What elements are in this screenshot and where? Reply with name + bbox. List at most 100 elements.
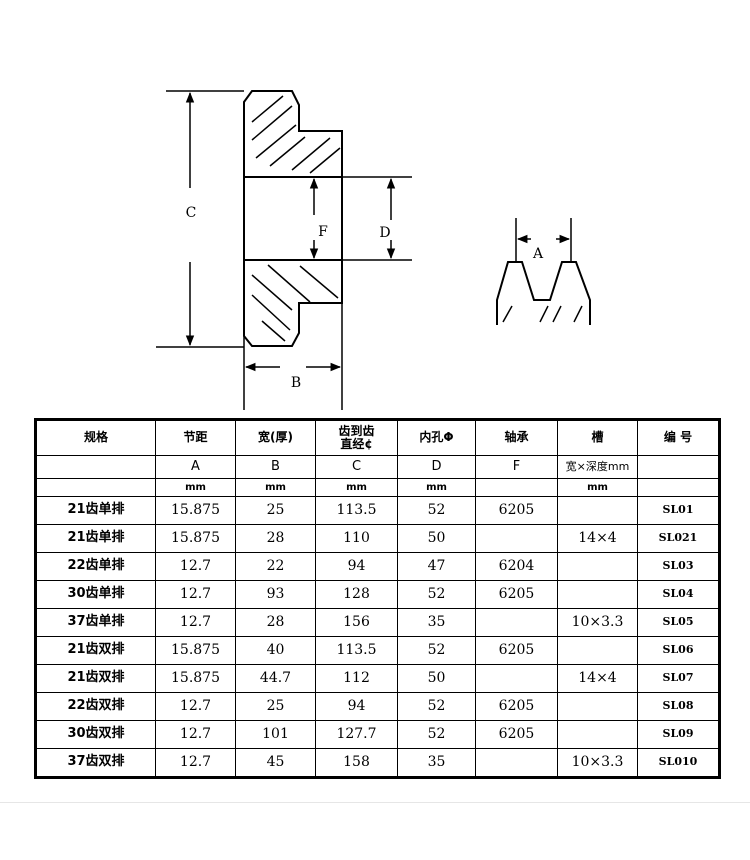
symbol-cell (35, 455, 156, 479)
table-cell: SL08 (637, 692, 720, 721)
table-cell: 12.7 (155, 748, 236, 778)
symbol-cell (637, 455, 720, 479)
groove-profile (496, 261, 591, 325)
table-cell: 21齿单排 (35, 524, 156, 553)
table-cell (557, 636, 638, 665)
table-cell: 12.7 (155, 580, 236, 609)
table-cell: 21齿双排 (35, 664, 156, 693)
table-cell: SL010 (637, 748, 720, 778)
table-cell: SL04 (637, 580, 720, 609)
table-cell: 156 (315, 608, 398, 637)
table-cell: SL07 (637, 664, 720, 693)
table-cell: 12.7 (155, 692, 236, 721)
dimension-c (156, 90, 244, 348)
divider (0, 802, 750, 803)
header-cell: 槽 (557, 419, 638, 456)
label-d: D (379, 225, 390, 241)
table-cell: 12.7 (155, 608, 236, 637)
table-cell: 6204 (475, 552, 558, 581)
sprocket-diagram: C F D B A (156, 90, 591, 410)
table-cell: 158 (315, 748, 398, 778)
symbol-cell: 宽×深度mm (557, 455, 638, 479)
table-cell (475, 664, 558, 693)
table-cell (475, 748, 558, 778)
table-cell: 52 (397, 580, 476, 609)
hatching (251, 95, 341, 342)
unit-cell: mm (315, 478, 398, 497)
table-cell: SL03 (637, 552, 720, 581)
header-cell: 齿到齿 直经¢ (315, 419, 398, 456)
table-cell: 94 (315, 692, 398, 721)
symbol-cell: A (155, 455, 236, 479)
table-cell: SL01 (637, 496, 720, 525)
table-cell: 28 (235, 524, 316, 553)
table-cell: 10×3.3 (557, 608, 638, 637)
unit-cell (637, 478, 720, 497)
table-cell: 25 (235, 496, 316, 525)
symbol-cell: F (475, 455, 558, 479)
dimension-d (342, 176, 412, 261)
symbol-row: A B C D F 宽×深度mm (35, 455, 720, 479)
table-cell: 45 (235, 748, 316, 778)
table-cell: 37齿单排 (35, 608, 156, 637)
table-cell: 50 (397, 524, 476, 553)
table-cell: 52 (397, 692, 476, 721)
table-cell: SL06 (637, 636, 720, 665)
symbol-cell: B (235, 455, 316, 479)
table-cell: 15.875 (155, 636, 236, 665)
table-cell: 35 (397, 748, 476, 778)
lower-hub-outline (243, 259, 343, 347)
table-cell: 101 (235, 720, 316, 749)
table-cell: 25 (235, 692, 316, 721)
groove-detail (496, 218, 591, 325)
table-cell: 35 (397, 608, 476, 637)
table-cell: 50 (397, 664, 476, 693)
table-cell: 22齿单排 (35, 552, 156, 581)
table-cell: 14×4 (557, 524, 638, 553)
header-line: 直经¢ (340, 437, 373, 451)
table-cell: 93 (235, 580, 316, 609)
header-cell: 轴承 (475, 419, 558, 456)
sprocket-section (243, 90, 343, 410)
table-cell (557, 692, 638, 721)
table-cell (557, 580, 638, 609)
table-cell: 30齿双排 (35, 720, 156, 749)
table-cell: 37齿双排 (35, 748, 156, 778)
unit-cell: mm (155, 478, 236, 497)
table-cell (475, 608, 558, 637)
table-cell: 6205 (475, 720, 558, 749)
table-cell: 44.7 (235, 664, 316, 693)
table-cell: 21齿单排 (35, 496, 156, 525)
upper-hub-outline (243, 90, 343, 178)
table-cell (557, 496, 638, 525)
table-cell: 15.875 (155, 496, 236, 525)
unit-cell: mm (397, 478, 476, 497)
header-row: 规格 节距 宽(厚) 齿到齿 直经¢ 内孔Φ 轴承 槽 编 号 (35, 419, 720, 456)
unit-cell: mm (557, 478, 638, 497)
table-cell: 6205 (475, 580, 558, 609)
table-cell: 94 (315, 552, 398, 581)
unit-cell: mm (235, 478, 316, 497)
spec-table: 规格 节距 宽(厚) 齿到齿 直经¢ 内孔Φ 轴承 槽 编 号 A B C D … (34, 418, 721, 779)
unit-row: mm mm mm mm mm (35, 478, 720, 497)
table-cell: 30齿单排 (35, 580, 156, 609)
symbol-cell: C (315, 455, 398, 479)
table-cell: SL09 (637, 720, 720, 749)
table-cell (557, 720, 638, 749)
symbol-cell: D (397, 455, 476, 479)
table-cell: 113.5 (315, 636, 398, 665)
table-cell: 113.5 (315, 496, 398, 525)
label-c: C (186, 205, 197, 221)
header-cell: 内孔Φ (397, 419, 476, 456)
table-cell: 6205 (475, 692, 558, 721)
label-a: A (532, 246, 544, 262)
table-cell: 112 (315, 664, 398, 693)
